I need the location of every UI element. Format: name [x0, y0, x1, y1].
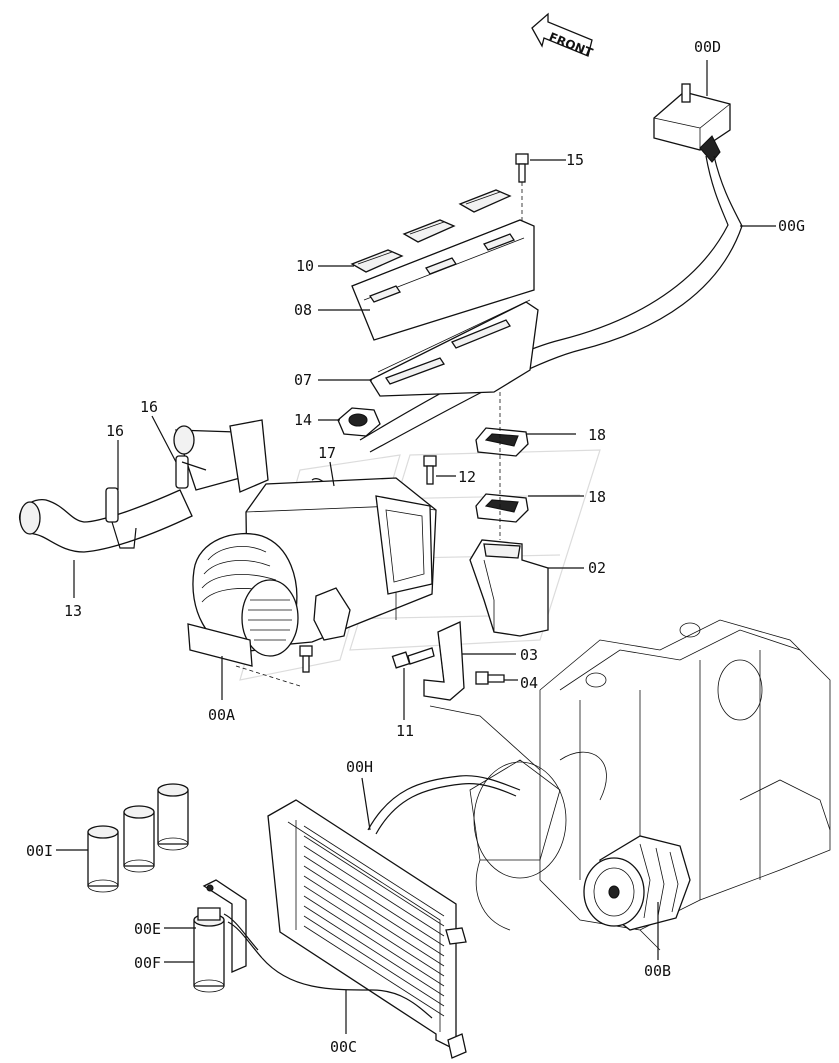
part-12-screw [423, 455, 437, 485]
part-07-lower-duct [369, 299, 539, 397]
label-00H: 00H [346, 758, 373, 776]
label-03: 03 [520, 646, 538, 664]
label-08: 08 [294, 301, 312, 319]
label-00D: 00D [694, 38, 721, 56]
label-00I: 00I [26, 842, 53, 860]
label-16-b: 16 [106, 422, 124, 440]
part-18-seal-upper [475, 427, 529, 457]
part-00E-receiver-bracket [202, 879, 247, 973]
part-18-seal-lower [475, 493, 529, 523]
label-00G: 00G [778, 217, 805, 235]
label-04: 04 [520, 674, 538, 692]
part-16-clamp-a [105, 487, 137, 549]
part-13-hose [18, 419, 269, 553]
label-00A: 00A [208, 706, 235, 724]
front-arrow-icon: FRONT [531, 12, 595, 60]
part-16-clamp-b [175, 455, 207, 489]
engine-block [429, 619, 831, 951]
part-04-bolt [475, 671, 505, 685]
label-17: 17 [318, 444, 336, 462]
label-00C: 00C [330, 1038, 357, 1056]
part-00I-cartridges [87, 783, 189, 893]
label-12: 12 [458, 468, 476, 486]
leader-lines [56, 60, 776, 1034]
label-00B: 00B [644, 962, 671, 980]
label-15: 15 [566, 151, 584, 169]
part-14-grommet [337, 407, 381, 437]
part-labels: 00D 15 00G 10 08 07 14 16 16 18 17 12 18… [26, 38, 805, 1056]
part-00B-compressor [583, 835, 691, 931]
label-11: 11 [396, 722, 414, 740]
part-02-duct-elbow [469, 539, 549, 637]
part-00H-hose [367, 775, 521, 835]
part-00A-heater-unit [187, 477, 437, 687]
label-18-a: 18 [588, 426, 606, 444]
part-00F-receiver-drier [193, 907, 263, 993]
part-10-louvers [350, 189, 512, 273]
label-10: 10 [296, 257, 314, 275]
label-13: 13 [64, 602, 82, 620]
label-14: 14 [294, 411, 312, 429]
label-02: 02 [588, 559, 606, 577]
part-00C-condenser [261, 799, 467, 1059]
part-03-bracket [423, 621, 465, 701]
part-08-upper-duct [351, 219, 535, 341]
label-18-b: 18 [588, 488, 606, 506]
label-00F: 00F [134, 954, 161, 972]
label-07: 07 [294, 371, 312, 389]
label-16-a: 16 [140, 398, 158, 416]
label-00E: 00E [134, 920, 161, 938]
part-11-bolt [391, 647, 435, 669]
